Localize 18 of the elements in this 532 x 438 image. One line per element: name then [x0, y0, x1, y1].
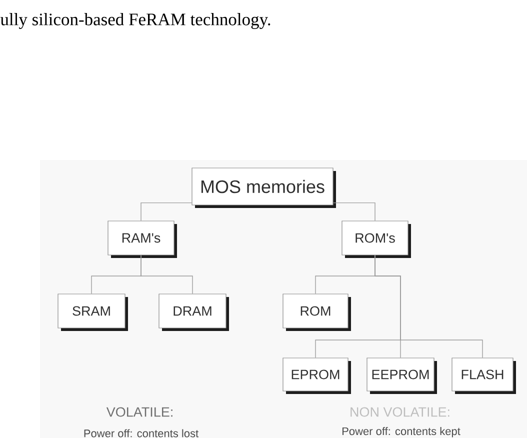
- body-text: ully silicon-based FeRAM technology.: [0, 13, 270, 29]
- group-note: Power off: contents kept: [342, 427, 460, 438]
- group-note: Power off: contents lost: [84, 429, 198, 438]
- category-box: ROM's: [342, 220, 411, 258]
- category-box: ROM: [282, 294, 351, 331]
- category-box: RAM's: [108, 220, 177, 258]
- category-box: EPROM: [282, 358, 351, 394]
- group-heading: VOLATILE:: [106, 407, 172, 417]
- connector-line: [140, 254, 193, 294]
- category-box: MOS memories: [192, 168, 336, 208]
- group-heading: NON VOLATILE:: [350, 407, 450, 417]
- connector-line: [374, 254, 483, 358]
- category-box: DRAM: [158, 294, 229, 331]
- category-box: EEPROM: [366, 358, 437, 394]
- connector-line: [332, 202, 376, 222]
- connector-line: [140, 202, 192, 222]
- category-box: SRAM: [58, 294, 128, 331]
- category-box: FLASH: [452, 358, 516, 394]
